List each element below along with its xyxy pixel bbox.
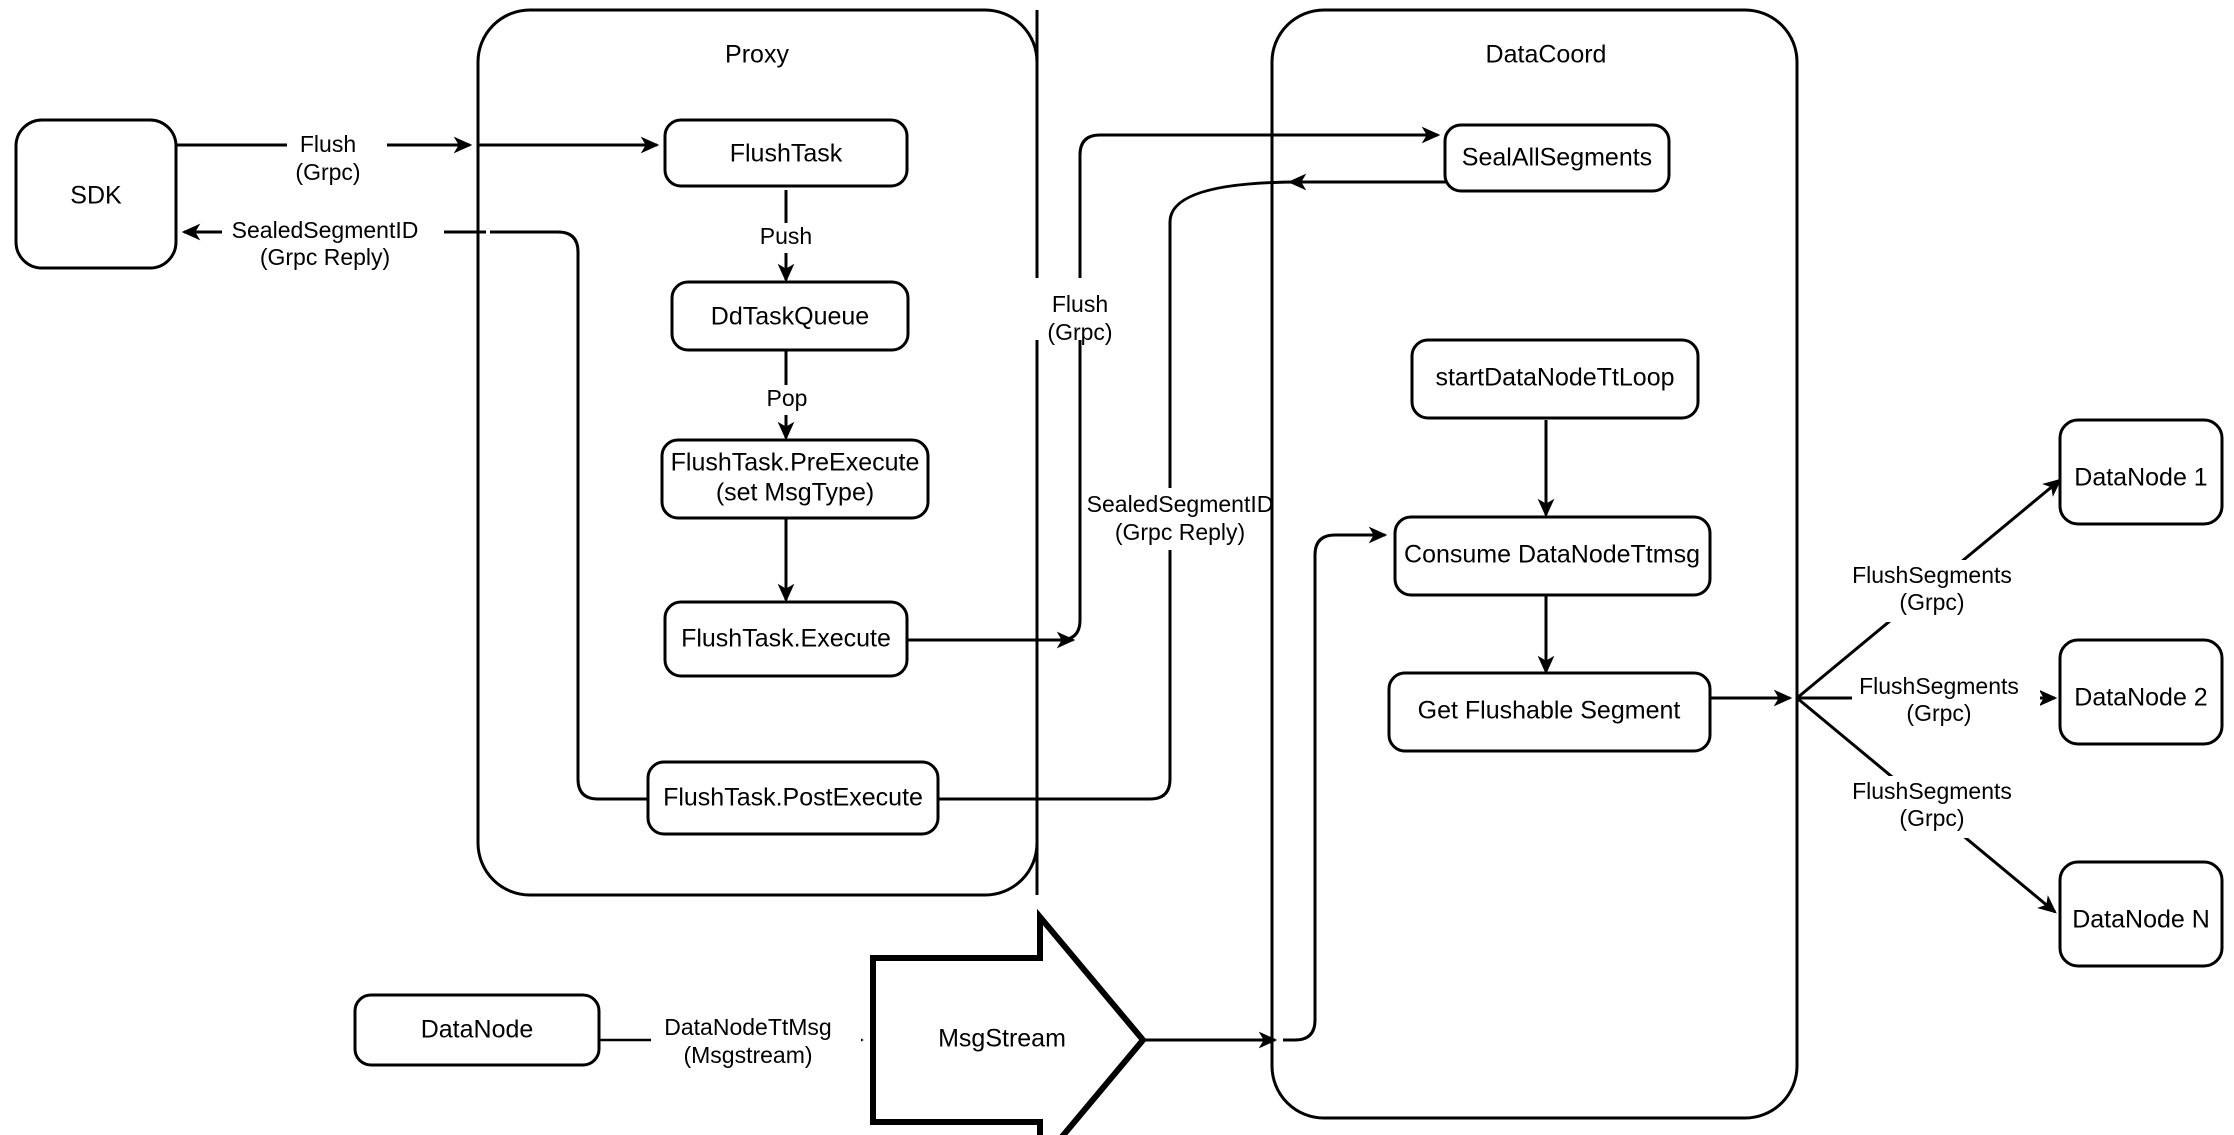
- edge-label-coord-flush-line2: (Grpc): [1047, 319, 1112, 345]
- node-flushtask-preexecute-label-line1: FlushTask.PreExecute: [671, 449, 920, 477]
- group-proxy-label: Proxy: [725, 41, 789, 69]
- node-flushtask-preexecute-label-line2: (set MsgType): [716, 479, 874, 507]
- edge-label-pop: Pop: [767, 385, 808, 411]
- label-bg-pop: [755, 385, 819, 415]
- label-bg-4: [1085, 488, 1265, 550]
- label-bg-fs1: [1845, 560, 2033, 622]
- edge-label-push: Push: [760, 223, 812, 249]
- node-get-flushable-segment[interactable]: [1387, 671, 1712, 753]
- node-start-datanode-ttloop-label: startDataNodeTtLoop: [1435, 364, 1674, 392]
- node-datanode-source-label: DataNode: [421, 1016, 534, 1044]
- node-ddtaskqueue-label: DdTaskQueue: [711, 303, 869, 331]
- node-msgstream-arrow[interactable]: [870, 908, 1147, 1135]
- node-consume-datanode-ttmsg[interactable]: [1393, 515, 1712, 597]
- edge-label-flushsegments-2-line1: FlushSegments: [1859, 673, 2019, 699]
- edge-label-ttmsg-line2: (Msgstream): [683, 1042, 812, 1068]
- node-flushtask-postexecute-label: FlushTask.PostExecute: [663, 784, 923, 812]
- edge-label-flushsegments-2-line2: (Grpc): [1906, 700, 1971, 726]
- node-sdk[interactable]: [14, 118, 178, 270]
- node-datanode-2-label: DataNode 2: [2074, 684, 2207, 712]
- node-flushtask-postexecute[interactable]: [646, 760, 940, 836]
- node-sealallsegments[interactable]: [1443, 123, 1671, 193]
- edge-label-ttmsg-line1: DataNodeTtMsg: [664, 1014, 831, 1040]
- label-bg-push: [750, 223, 822, 253]
- group-datacoord: [1270, 8, 1799, 1120]
- edge-label-sdk-flush-line2: (Grpc): [295, 159, 360, 185]
- node-flushtask-label: FlushTask: [730, 140, 843, 168]
- node-datanode-n-label: DataNode N: [2072, 906, 2210, 934]
- label-bg-fs2: [1852, 670, 2040, 732]
- edge-datacoord-reply-lane: [1045, 180, 1438, 801]
- edge-label-flushsegments-1-line1: FlushSegments: [1852, 562, 2012, 588]
- node-flushtask[interactable]: [663, 118, 909, 188]
- node-sdk-label: SDK: [70, 182, 122, 210]
- node-msgstream-label: MsgStream: [938, 1025, 1066, 1053]
- node-datanode-1[interactable]: [2058, 418, 2224, 526]
- node-datanode-source[interactable]: [353, 993, 601, 1067]
- edge-datacoord-ttmsg-lane: [1283, 526, 1388, 1042]
- label-bg-fsn: [1845, 776, 2033, 838]
- label-bg-5: [651, 1012, 861, 1070]
- node-get-flushable-segment-label: Get Flushable Segment: [1418, 697, 1681, 725]
- edge-label-flushsegments-n-line2: (Grpc): [1899, 805, 1964, 831]
- node-datanode-1-label: DataNode 1: [2074, 464, 2207, 492]
- node-datanode-2[interactable]: [2058, 638, 2224, 746]
- edge-label-flushsegments-n-line1: FlushSegments: [1852, 778, 2012, 804]
- node-flushtask-execute[interactable]: [663, 600, 909, 678]
- node-sealallsegments-label: SealAllSegments: [1462, 144, 1652, 172]
- node-consume-datanode-ttmsg-label: Consume DataNodeTtmsg: [1404, 541, 1700, 569]
- edge-label-coord-flush-line1: Flush: [1052, 291, 1108, 317]
- edge-label-sdk-reply-line1: SealedSegmentID: [232, 217, 419, 243]
- edge-label-sdk-reply-line2: (Grpc Reply): [260, 244, 390, 270]
- node-flushtask-execute-label: FlushTask.Execute: [681, 625, 891, 653]
- edge-label-flushsegments-1-line2: (Grpc): [1899, 589, 1964, 615]
- label-bg-1: [287, 127, 387, 189]
- edge-label-coord-reply-line1: SealedSegmentID: [1087, 491, 1274, 517]
- edge-postexecute-to-sdk-lane: [490, 230, 648, 801]
- node-datanode-n[interactable]: [2058, 860, 2224, 968]
- label-bg-3: [1032, 278, 1128, 340]
- label-bg-2: [222, 214, 444, 276]
- group-datacoord-label: DataCoord: [1486, 41, 1607, 69]
- edge-execute-to-datacoord-lane: [908, 133, 1272, 642]
- node-start-datanode-ttloop[interactable]: [1410, 338, 1700, 420]
- node-flushtask-preexecute[interactable]: [660, 438, 930, 520]
- edge-label-sdk-flush-line1: Flush: [300, 131, 356, 157]
- node-ddtaskqueue[interactable]: [670, 280, 910, 352]
- edge-label-coord-reply-line2: (Grpc Reply): [1115, 519, 1245, 545]
